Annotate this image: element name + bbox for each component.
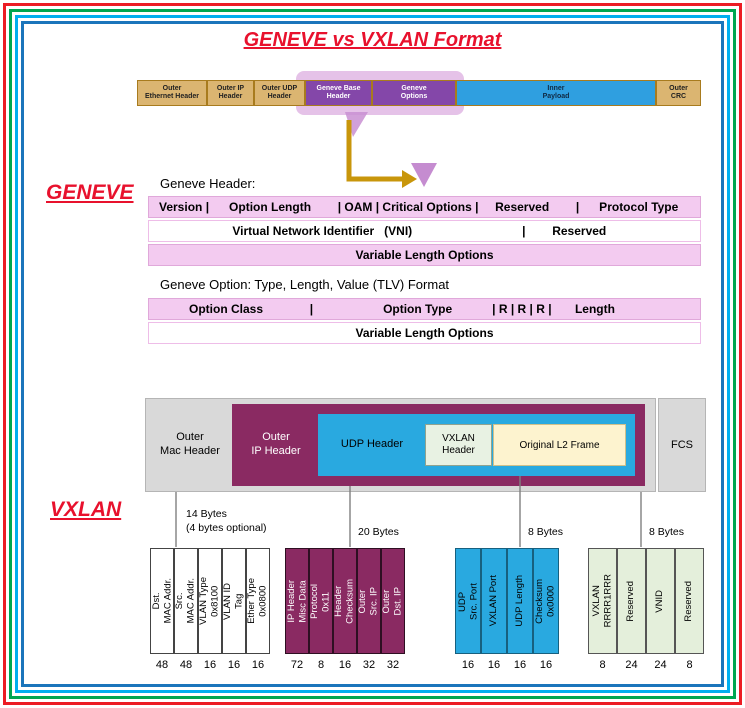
field-bits: 16 [251,659,265,671]
field-label: Ether Type 0x0800 [246,578,269,624]
field-bits: 24 [625,659,638,671]
field-label: Header Checksum [333,578,356,624]
segment-outer-udp-header: Outer UDP Header [254,80,305,106]
field-bits: 48 [179,659,193,671]
field-header-checksum: Header Checksum 16 [332,548,357,671]
field-bits: 24 [654,659,667,671]
field-dst-mac: Dst. MAC Addr. 48 [150,548,174,671]
byte-label-udp: 8 Bytes [528,526,564,538]
udp-detail-box: UDP Src. Port 16 VXLAN Port 16 UDP Lengt… [455,548,559,671]
field-bits: 32 [386,659,400,671]
field-label: Reserved [683,580,695,622]
byte-label-vxlan: 8 Bytes [649,526,685,538]
geneve-packet-bar: Outer Ethernet Header Outer IP Header Ou… [137,80,701,106]
segment-geneve-options: Geneve Options [372,80,456,106]
field-label: VLAN Type 0x8100 [198,577,221,625]
field-reserved-2: Reserved 8 [674,548,704,671]
field-bits: 8 [317,659,325,671]
segment-geneve-base-header: Geneve Base Header [305,80,372,106]
udp-header-label: UDP Header [340,438,404,451]
vxlan-section-label: VXLAN [50,498,122,521]
field-vnid: VNID 24 [645,548,675,671]
geneve-header-row-1: Version | Option Length | OAM | Critical… [148,196,701,218]
field-label: Protocol 0x11 [309,583,332,619]
field-bits: 16 [513,659,527,671]
field-reserved-1: Reserved 24 [616,548,646,671]
geneve-header-row-2: Virtual Network Identifier (VNI) | Reser… [148,220,701,242]
field-label: VXLAN Port [487,575,499,627]
gold-elbow-arrow [346,120,402,182]
vxlan-detail-box: VXLAN RRRR1RRR 8 Reserved 24 VNID 24 Res… [588,548,704,671]
field-bits: 16 [461,659,475,671]
field-label: Reserved [625,580,637,622]
segment-outer-crc: Outer CRC [656,80,701,106]
field-bits: 8 [599,659,606,671]
field-ip-misc: IP Header Misc Data 72 [285,548,309,671]
callout-target-triangle [411,163,437,187]
geneve-tlv-row-1: Option Class | Option Type | R | R | R |… [148,298,701,320]
field-src-mac: Src. MAC Addr. 48 [173,548,198,671]
callout-tail-triangle [345,112,368,137]
field-bits: 72 [290,659,304,671]
field-outer-dst-ip: Outer Dst. IP 32 [380,548,405,671]
field-vxlan-port: VXLAN Port 16 [480,548,507,671]
field-label: VXLAN RRRR1RRR [591,574,614,628]
geneve-tlv-row-2: Variable Length Options [148,322,701,344]
outer-ip-header-label: Outer IP Header [251,431,301,457]
geneve-section-label: GENEVE [46,181,134,204]
field-label: UDP Length [513,575,525,627]
field-label: Outer Src. IP [357,586,380,616]
field-ether-type: Ether Type 0x0800 16 [245,548,270,671]
field-label: VLAN ID Tag [222,582,245,620]
field-bits: 16 [227,659,241,671]
byte-label-mac: 14 Bytes (4 bytes optional) [186,508,267,534]
field-bits: 48 [155,659,169,671]
original-l2-frame-box: Original L2 Frame [493,424,626,466]
field-udp-checksum: Checksum 0x0000 16 [532,548,559,671]
page-title: GENEVE vs VXLAN Format [243,29,502,51]
field-label: VNID [654,589,666,613]
field-label: IP Header Misc Data [285,579,308,623]
fcs-box: FCS [658,398,706,492]
vxlan-header-box: VXLAN Header [425,424,492,466]
field-bits: 16 [338,659,352,671]
field-protocol: Protocol 0x11 8 [308,548,333,671]
geneve-header-title: Geneve Header: [160,176,256,191]
field-udp-length: UDP Length 16 [506,548,533,671]
field-vlan-type: VLAN Type 0x8100 16 [197,548,222,671]
field-label: Outer Dst. IP [381,586,404,616]
outer-mac-header-label: Outer Mac Header [160,431,220,457]
segment-outer-ethernet-header: Outer Ethernet Header [137,80,207,106]
segment-outer-ip-header: Outer IP Header [207,80,254,106]
field-bits: 16 [539,659,553,671]
geneve-tlv-title: Geneve Option: Type, Length, Value (TLV)… [160,277,450,292]
field-outer-src-ip: Outer Src. IP 32 [356,548,381,671]
field-label: Dst. MAC Addr. [150,578,173,624]
field-bits: 16 [203,659,217,671]
field-bits: 16 [487,659,501,671]
mac-detail-box: Dst. MAC Addr. 48 Src. MAC Addr. 48 VLAN… [150,548,270,671]
field-vlan-id: VLAN ID Tag 16 [221,548,246,671]
field-bits: 8 [686,659,693,671]
field-label: UDP Src. Port [456,582,479,620]
field-vxlan-flags: VXLAN RRRR1RRR 8 [588,548,617,671]
field-label: Src. MAC Addr. [174,578,197,624]
field-label: Checksum 0x0000 [534,578,557,624]
geneve-header-row-3: Variable Length Options [148,244,701,266]
segment-inner-payload: Inner Payload [456,80,656,106]
ip-detail-box: IP Header Misc Data 72 Protocol 0x11 8 H… [285,548,405,671]
gold-arrowhead-icon [402,170,417,188]
byte-label-ip: 20 Bytes [358,526,399,538]
field-udp-src-port: UDP Src. Port 16 [455,548,481,671]
field-bits: 32 [362,659,376,671]
